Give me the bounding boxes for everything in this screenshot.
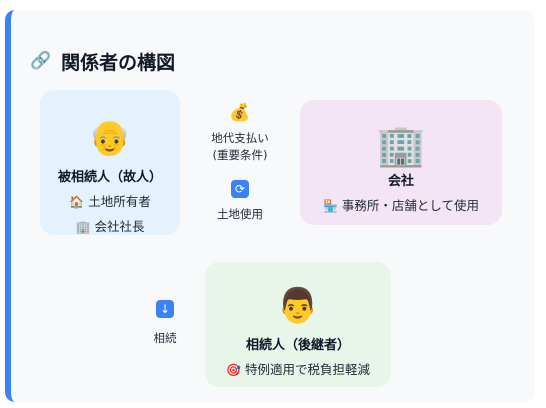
man-face-icon: 👨 [276, 286, 320, 326]
inheritance-connector: ↓ 相続 [140, 300, 190, 347]
house-icon: 🏠 [69, 195, 85, 209]
rent-condition-label: (重要条件) [212, 148, 268, 162]
diagram-title: 🔗 関係者の構図 [30, 46, 175, 76]
diagram-title-text: 関係者の構図 [61, 51, 176, 74]
money-bag-icon: 💰 [229, 103, 251, 123]
heir-role: 🎯特例適用で税負担軽減 [205, 359, 391, 378]
deceased-role-president: 🏢会社社長 [40, 216, 180, 235]
company-box: 🏢 会社 🏪事務所・店舗として使用 [300, 100, 502, 225]
link-icon: 🔗 [30, 51, 52, 71]
rent-label: 地代支払い [211, 131, 269, 145]
rent-connector: 💰 地代支払い (重要条件) [200, 102, 280, 164]
land-use-connector: ⟳ 土地使用 [200, 180, 280, 223]
deceased-role-landowner: 🏠土地所有者 [40, 191, 180, 210]
company-name: 会社 [387, 174, 414, 189]
land-use-label: 土地使用 [217, 207, 263, 221]
inheritance-label: 相続 [153, 331, 177, 345]
store-icon: 🏪 [322, 199, 338, 213]
deceased-role-president-text: 会社社長 [94, 219, 145, 234]
deceased-role-landowner-text: 土地所有者 [88, 194, 151, 209]
target-icon: 🎯 [226, 363, 241, 377]
company-role-text: 事務所・店舗として使用 [341, 198, 480, 213]
heir-box: 👨 相続人（後継者） 🎯特例適用で税負担軽減 [205, 262, 391, 387]
company-role: 🏪事務所・店舗として使用 [300, 195, 502, 214]
office-building-icon: 🏢 [75, 220, 91, 234]
heir-role-text: 特例適用で税負担軽減 [244, 362, 370, 377]
refresh-arrows-icon: ⟳ [231, 180, 249, 198]
down-arrow-icon: ↓ [156, 300, 174, 318]
deceased-name: 被相続人（故人） [57, 170, 162, 185]
heir-name: 相続人（後継者） [245, 338, 350, 353]
deceased-box: 👴 被相続人（故人） 🏠土地所有者 🏢会社社長 [40, 90, 180, 235]
old-man-face-icon: 👴 [88, 118, 132, 158]
office-building-icon: 🏢 [376, 123, 426, 169]
